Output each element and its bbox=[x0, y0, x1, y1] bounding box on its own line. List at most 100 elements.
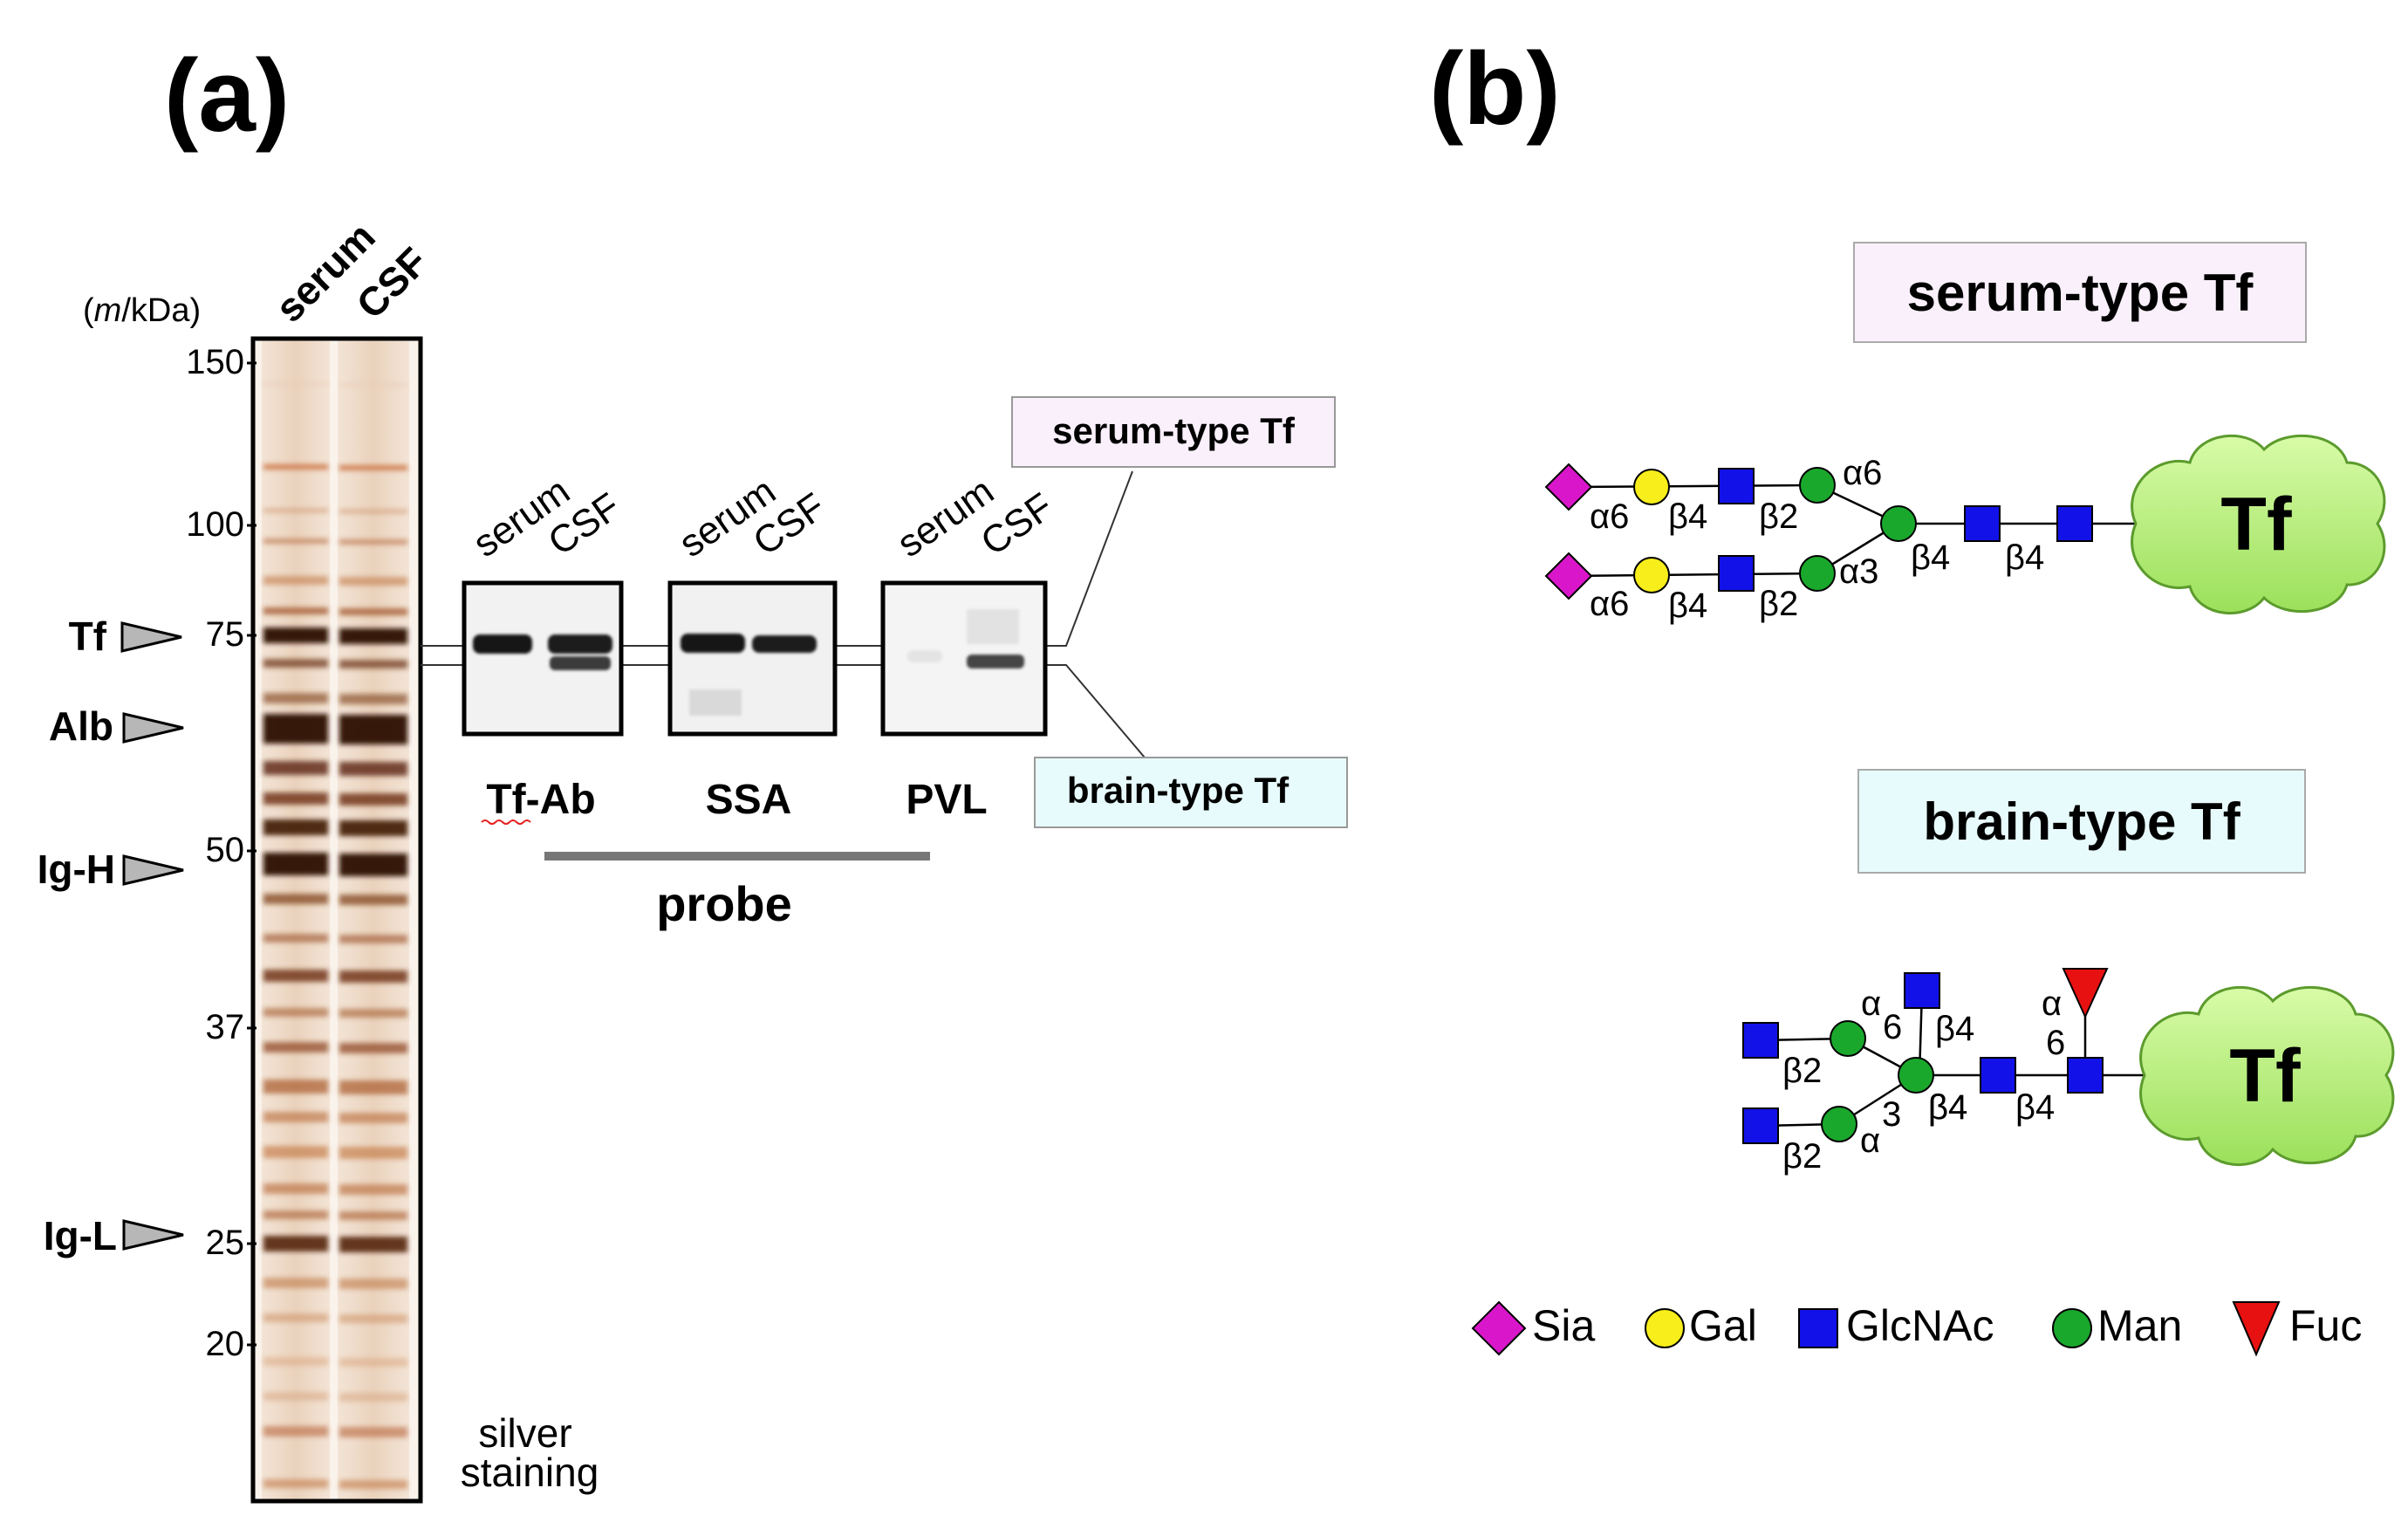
gal-icon bbox=[1645, 1308, 1685, 1348]
man-icon bbox=[1830, 1020, 1866, 1057]
gel-band bbox=[263, 853, 328, 875]
gel-band bbox=[263, 576, 328, 585]
blot-pvl: serum CSF PVL bbox=[880, 470, 1061, 823]
svg-text:150: 150 bbox=[186, 343, 244, 381]
svg-text:75: 75 bbox=[206, 615, 245, 654]
svg-text:Ig-L: Ig-L bbox=[44, 1213, 117, 1258]
gel-band bbox=[263, 382, 328, 386]
svg-text:6: 6 bbox=[2046, 1024, 2065, 1062]
glcnac-icon bbox=[1718, 468, 1755, 504]
svg-text:β4: β4 bbox=[1668, 586, 1707, 625]
blot-ssa: serum CSF SSA bbox=[667, 470, 838, 823]
gel-lane-serum bbox=[262, 340, 330, 1499]
gel-band bbox=[263, 464, 328, 470]
probe-bracket-bar bbox=[544, 852, 930, 861]
panel-a-label: (a) bbox=[164, 38, 290, 154]
svg-text:serum: serum bbox=[890, 470, 1002, 566]
svg-text:25: 25 bbox=[206, 1224, 245, 1262]
svg-text:α3: α3 bbox=[1839, 552, 1878, 591]
svg-text:β4: β4 bbox=[1911, 538, 1950, 577]
glcnac-icon bbox=[1742, 1107, 1779, 1144]
gel-band bbox=[263, 1236, 328, 1251]
glcnac-icon bbox=[1980, 1057, 2016, 1094]
gel-lane-csf bbox=[338, 340, 409, 1499]
svg-text:37: 37 bbox=[206, 1008, 245, 1046]
svg-text:β4: β4 bbox=[1935, 1010, 1974, 1048]
gel-band bbox=[339, 1043, 407, 1053]
glcnac-icon bbox=[1798, 1308, 1838, 1348]
gel-band bbox=[339, 793, 407, 806]
gel-band bbox=[339, 854, 407, 876]
gel-band bbox=[263, 934, 328, 943]
svg-text:Tf: Tf bbox=[2220, 483, 2292, 566]
svg-text:β2: β2 bbox=[1759, 585, 1798, 623]
title-serum-type: serum-type Tf bbox=[1853, 242, 2307, 343]
legend-item-gal: Gal bbox=[1645, 1301, 1757, 1350]
svg-text:β4: β4 bbox=[1668, 497, 1707, 536]
svg-text:α6: α6 bbox=[1843, 454, 1882, 492]
gel-band bbox=[263, 607, 328, 614]
glcnac-icon bbox=[1964, 505, 2001, 542]
mass-unit-label: (m/kDa) bbox=[83, 292, 201, 329]
glcnac-icon bbox=[2067, 1057, 2104, 1094]
gel-band bbox=[263, 1313, 328, 1322]
gel-band bbox=[263, 659, 328, 668]
gel-band bbox=[339, 509, 407, 514]
gel-band bbox=[263, 1008, 328, 1017]
gel-band bbox=[339, 1393, 407, 1402]
svg-text:50: 50 bbox=[206, 831, 245, 869]
gel-band bbox=[263, 1210, 328, 1219]
gel-band bbox=[263, 1112, 328, 1122]
stain-label-line1: silver bbox=[478, 1410, 571, 1456]
gel-band bbox=[339, 383, 407, 387]
gel-band bbox=[339, 935, 407, 943]
marker-alb: Alb bbox=[49, 703, 184, 749]
legend-item-man: Man bbox=[2052, 1301, 2182, 1350]
stain-label-line2: staining bbox=[461, 1450, 599, 1495]
marker-ig-h: Ig-H bbox=[38, 847, 184, 892]
svg-text:GlcNAc: GlcNAc bbox=[1846, 1301, 1994, 1350]
svg-text:α: α bbox=[1861, 984, 1881, 1023]
svg-text:β4: β4 bbox=[2005, 538, 2044, 577]
probe-label: probe bbox=[656, 876, 792, 931]
mw-marker-150: 150 bbox=[186, 343, 257, 381]
gel-band bbox=[339, 1480, 407, 1489]
svg-text:Tf: Tf bbox=[69, 614, 107, 659]
svg-text:Alb: Alb bbox=[49, 703, 113, 749]
man-icon bbox=[1799, 555, 1836, 592]
legend-item-fuc: Fuc bbox=[2232, 1301, 2362, 1357]
man-icon bbox=[1880, 505, 1917, 542]
svg-text:brain-type Tf: brain-type Tf bbox=[1067, 770, 1290, 811]
man-icon bbox=[2052, 1308, 2092, 1348]
svg-text:α6: α6 bbox=[1590, 497, 1629, 536]
gel-band bbox=[263, 693, 328, 703]
gel-band bbox=[339, 1237, 407, 1252]
svg-text:6: 6 bbox=[1883, 1008, 1902, 1046]
gel-band bbox=[339, 1427, 407, 1437]
glycan-legend: Sia Gal GlcNAc Man Fuc bbox=[1471, 1300, 2362, 1357]
gel-band bbox=[339, 715, 407, 744]
svg-text:β4: β4 bbox=[2015, 1088, 2055, 1127]
svg-text:Ig-H: Ig-H bbox=[38, 847, 115, 892]
gal-icon bbox=[1633, 469, 1670, 505]
gel-band bbox=[339, 465, 407, 470]
fuc-icon bbox=[2062, 968, 2109, 1019]
svg-text:serum-type Tf: serum-type Tf bbox=[1907, 264, 2254, 322]
gel-band bbox=[339, 1147, 407, 1159]
svg-text:PVL: PVL bbox=[906, 777, 987, 823]
mw-marker-37: 37 bbox=[206, 1008, 257, 1046]
tf-protein-cloud: Tf bbox=[2139, 985, 2395, 1167]
callout-brain-type: brain-type Tf bbox=[1034, 757, 1348, 828]
gel-band bbox=[263, 508, 328, 513]
svg-text:α6: α6 bbox=[1590, 585, 1629, 623]
gel-band bbox=[263, 1479, 328, 1488]
gal-icon bbox=[1633, 557, 1670, 593]
mw-marker-75: 75 bbox=[206, 615, 257, 654]
svg-text:Man: Man bbox=[2097, 1301, 2182, 1350]
gel-band bbox=[263, 1183, 328, 1194]
gel-band bbox=[263, 1146, 328, 1158]
gel-band bbox=[339, 660, 407, 669]
brain-type-glycan: β2 α 6 β4 β4 β4 α 6 β2 α 3 β4 Tf bbox=[1742, 968, 2395, 1176]
gel-band bbox=[263, 819, 328, 835]
